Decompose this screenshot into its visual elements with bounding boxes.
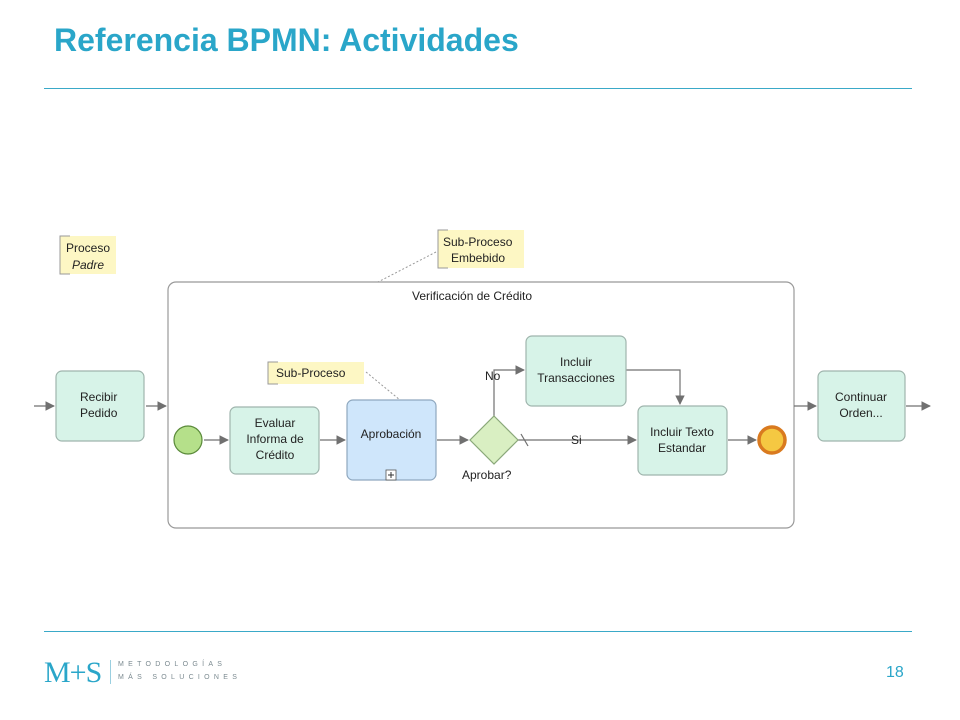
pool-verificacion <box>167 281 795 529</box>
task-continuar-line1: Continuar <box>835 390 887 404</box>
gateway-label: Aprobar? <box>462 468 512 482</box>
annotation-parent-process: Proceso Padre <box>59 235 116 275</box>
annotation-parent-line2: Padre <box>72 258 104 272</box>
annotation-embedded-line1: Sub-Proceso <box>443 235 513 249</box>
task-evaluar-credito[interactable]: Evaluar Informa de Crédito <box>229 406 320 475</box>
top-divider <box>44 88 912 89</box>
task-texto-line1: Incluir Texto <box>650 425 714 439</box>
start-event[interactable] <box>173 425 203 455</box>
task-recibir-pedido[interactable]: Recibir Pedido <box>55 370 145 442</box>
flow-label-si: Si <box>571 433 582 447</box>
slide-title: Referencia BPMN: Actividades <box>54 22 519 58</box>
bottom-divider <box>44 631 912 632</box>
end-event[interactable] <box>757 425 787 455</box>
annotation-embedded-line2: Embebido <box>451 251 505 265</box>
task-transacciones-line2: Transacciones <box>537 371 615 385</box>
task-evaluar-line2: Informa de <box>246 432 304 446</box>
task-evaluar-line3: Crédito <box>256 448 295 462</box>
task-incluir-transacciones[interactable]: Incluir Transacciones <box>525 335 627 407</box>
task-recibir-line1: Recibir <box>80 390 117 404</box>
expand-plus-icon[interactable] <box>385 469 397 481</box>
flow-gateway-no <box>493 365 525 416</box>
subprocess-aprobacion-label: Aprobación <box>361 427 422 441</box>
logo-text-line1: METODOLOGÍAS <box>118 661 227 668</box>
annotation-subprocess-text: Sub-Proceso <box>276 366 346 380</box>
task-recibir-line2: Pedido <box>80 406 118 420</box>
logo-mark: M+S <box>44 656 102 689</box>
pool-label: Verificación de Crédito <box>412 289 532 303</box>
flow-label-no: No <box>485 369 501 383</box>
annotation-subprocess: Sub-Proceso <box>267 361 401 401</box>
default-flow-mark <box>520 433 529 447</box>
subprocess-aprobacion[interactable]: Aprobación <box>346 399 437 481</box>
annotation-parent-line1: Proceso <box>66 241 110 255</box>
task-evaluar-line1: Evaluar <box>255 416 296 430</box>
annotation-embedded-subprocess: Sub-Proceso Embebido <box>377 229 524 283</box>
sequence-flows <box>34 365 931 447</box>
gateway-aprobar[interactable] <box>469 415 519 465</box>
task-continuar-line2: Orden... <box>839 406 882 420</box>
task-transacciones-line1: Incluir <box>560 355 592 369</box>
logo-text-line2: MÁS SOLUCIONES <box>118 674 242 681</box>
logo-divider <box>110 660 111 684</box>
page-number: 18 <box>886 664 904 681</box>
task-incluir-texto[interactable]: Incluir Texto Estandar <box>637 405 728 476</box>
task-continuar-orden[interactable]: Continuar Orden... <box>817 370 906 442</box>
flow-transacciones-to-texto <box>626 369 685 405</box>
company-logo: M+S METODOLOGÍAS MÁS SOLUCIONES <box>44 656 244 692</box>
task-texto-line2: Estandar <box>658 441 706 455</box>
